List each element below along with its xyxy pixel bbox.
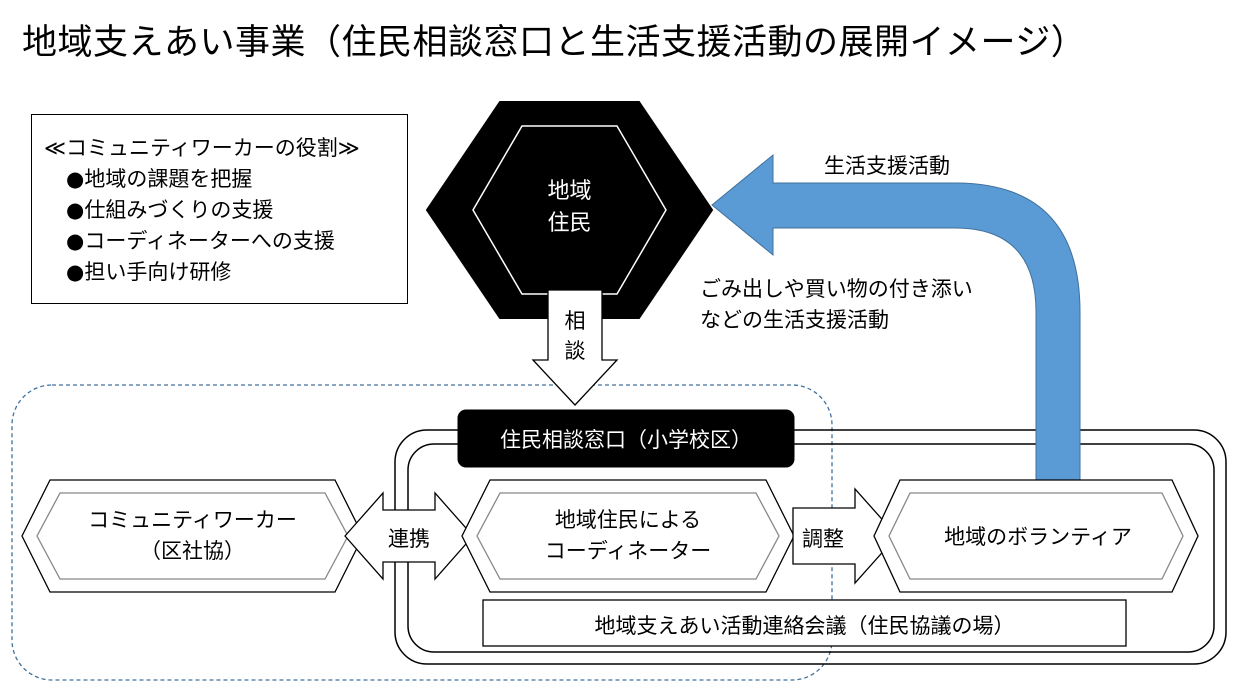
hexagon-label-line: 地域 — [547, 179, 592, 204]
coordinator-line: コーディネーター — [544, 539, 712, 563]
coordinator-label: 地域住民による コーディネーター — [478, 505, 778, 567]
coordinator-shape — [461, 479, 795, 593]
consult-label: 相 談 — [555, 306, 595, 366]
roles-item: ●地域の課題を把握 — [66, 167, 253, 191]
roles-heading: ≪コミュニティワーカーの役割≫ — [44, 136, 360, 160]
roles-item: ●担い手向け研修 — [66, 260, 232, 284]
hexagon-label: 地域 住民 — [520, 176, 619, 240]
support-arrow-shape — [711, 153, 1081, 483]
council-label: 地域支えあい活動連絡会議（住民協議の場） — [594, 614, 1015, 638]
community-worker-line: （区社協） — [140, 539, 245, 563]
support-note-line: などの生活支援活動 — [700, 308, 889, 332]
window-label-box — [457, 409, 795, 468]
coordinator-line: 地域住民による — [554, 508, 702, 532]
community-worker-shape — [21, 479, 364, 593]
page-title: 地域支えあい事業（住民相談窓口と生活支援活動の展開イメージ） — [22, 23, 1087, 63]
support-note: ごみ出しや買い物の付き添い などの生活支援活動 — [700, 274, 973, 336]
community-worker-line: コミュニティワーカー — [88, 508, 297, 532]
roles-box: ≪コミュニティワーカーの役割≫ ●地域の課題を把握 ●仕組みづくりの支援 ●コー… — [31, 114, 408, 304]
adjust-arrow-shape — [792, 487, 898, 585]
volunteer-inner — [888, 492, 1184, 580]
hexagon-inner — [472, 125, 667, 295]
volunteer-label: 地域のボランティア — [944, 525, 1132, 549]
community-worker-label: コミュニティワーカー （区社協） — [40, 505, 345, 567]
window-label: 住民相談窓口（小学校区） — [500, 428, 752, 452]
consult-arrow-shape — [531, 289, 619, 406]
adjust-label: 調整 — [802, 527, 844, 551]
link-label: 連携 — [388, 527, 430, 551]
consult-label-line: 相 — [564, 309, 586, 333]
council-box — [482, 599, 1127, 647]
community-worker-inner — [36, 492, 349, 580]
hexagon-label-line: 住民 — [547, 211, 592, 236]
roles-item: ●コーディネーターへの支援 — [66, 229, 335, 253]
support-arrow-label: 生活支援活動 — [824, 154, 950, 178]
volunteer-shape — [873, 479, 1199, 593]
consult-label-line: 談 — [564, 339, 586, 363]
support-note-line: ごみ出しや買い物の付き添い — [700, 277, 973, 301]
roles-item: ●仕組みづくりの支援 — [66, 198, 274, 222]
coordinator-inner — [476, 492, 780, 580]
